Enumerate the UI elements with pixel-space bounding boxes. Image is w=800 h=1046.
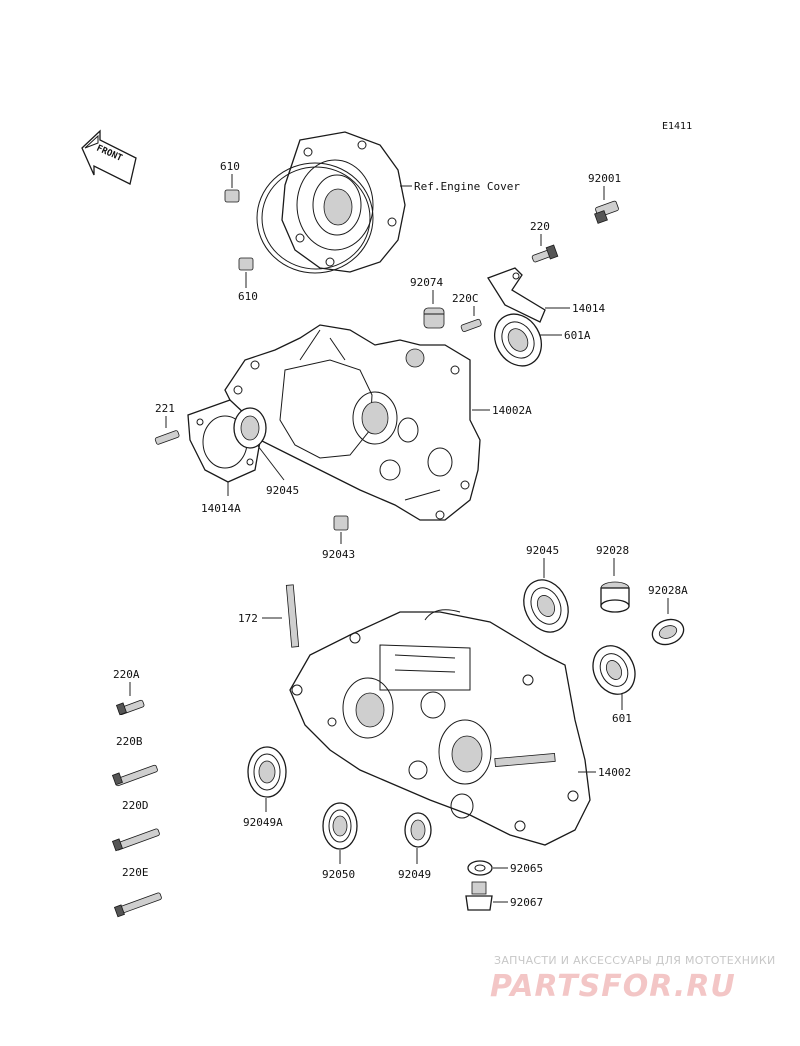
part-220c-label: 220C [452, 292, 479, 305]
part-92067-label: 92067 [510, 896, 543, 909]
part-92001-label: 92001 [588, 172, 621, 185]
part-220b-label: 220B [116, 735, 143, 748]
part-220e-label: 220E [122, 866, 149, 879]
part-92043-label: 92043 [322, 548, 355, 561]
part-220a-label: 220A [113, 668, 140, 681]
part-14002-label: 14002 [598, 766, 631, 779]
part-221-label: 221 [155, 402, 175, 415]
part-92065-label: 92065 [510, 862, 543, 875]
part-92050-label: 92050 [322, 868, 355, 881]
ref-engine-cover-label: Ref.Engine Cover [414, 180, 520, 193]
collar-icon [600, 581, 630, 613]
bracket-plate-drawing [487, 267, 546, 323]
bearing-icon [592, 645, 636, 695]
dowel-pin-icon [333, 515, 349, 531]
part-14002a-label: 14002A [492, 404, 532, 417]
bearing-icon [523, 579, 569, 633]
engine-cover-drawing [256, 131, 406, 274]
bolt-icon [154, 430, 180, 445]
breather-fitting-icon [594, 200, 619, 224]
front-arrow-icon: FRONT [81, 129, 137, 185]
diagram-code: E1411 [662, 121, 692, 132]
oil-seal-icon [322, 802, 358, 850]
watermark-brand: PARTSFOR.RU [490, 969, 736, 1004]
dowel-pin-icon [238, 257, 254, 271]
part-92028-label: 92028 [596, 544, 629, 557]
oil-seal-icon [233, 407, 267, 449]
dowel-pin-icon [224, 189, 240, 203]
bolt-icon [113, 892, 162, 918]
bolt-icon [111, 764, 158, 787]
part-172-label: 172 [238, 612, 258, 625]
bolt-icon [111, 828, 160, 852]
washer-icon [467, 860, 493, 876]
part-92074-label: 92074 [410, 276, 443, 289]
bolt-icon [460, 318, 482, 333]
bushing-icon [651, 618, 685, 646]
part-220d-label: 220D [122, 799, 149, 812]
stud-bolt-icon [285, 584, 300, 648]
part-220-label: 220 [530, 220, 550, 233]
crankcase-right-drawing [289, 609, 591, 846]
part-92049a-label: 92049A [243, 816, 283, 829]
part-14014-label: 14014 [572, 302, 605, 315]
part-92049-label: 92049 [398, 868, 431, 881]
bearing-icon [493, 313, 543, 367]
part-92045-top-label: 92045 [266, 484, 299, 497]
crankcase-left-drawing [224, 324, 481, 521]
oil-seal-icon [247, 746, 287, 798]
part-610-bottom-label: 610 [238, 290, 258, 303]
watermark-caption: ЗАПЧАСТИ И АКСЕССУАРЫ ДЛЯ МОТОТЕХНИКИ [494, 954, 776, 967]
bolt-icon [115, 699, 145, 716]
drain-plug-icon [465, 881, 493, 911]
part-601-label: 601 [612, 712, 632, 725]
part-14014a-label: 14014A [201, 502, 241, 515]
part-610-top-label: 610 [220, 160, 240, 173]
oil-seal-icon [404, 812, 432, 848]
plug-icon [423, 307, 445, 329]
part-92045-right-label: 92045 [526, 544, 559, 557]
part-92028a-label: 92028A [648, 584, 688, 597]
part-601a-label: 601A [564, 329, 591, 342]
bolt-icon [531, 244, 559, 263]
